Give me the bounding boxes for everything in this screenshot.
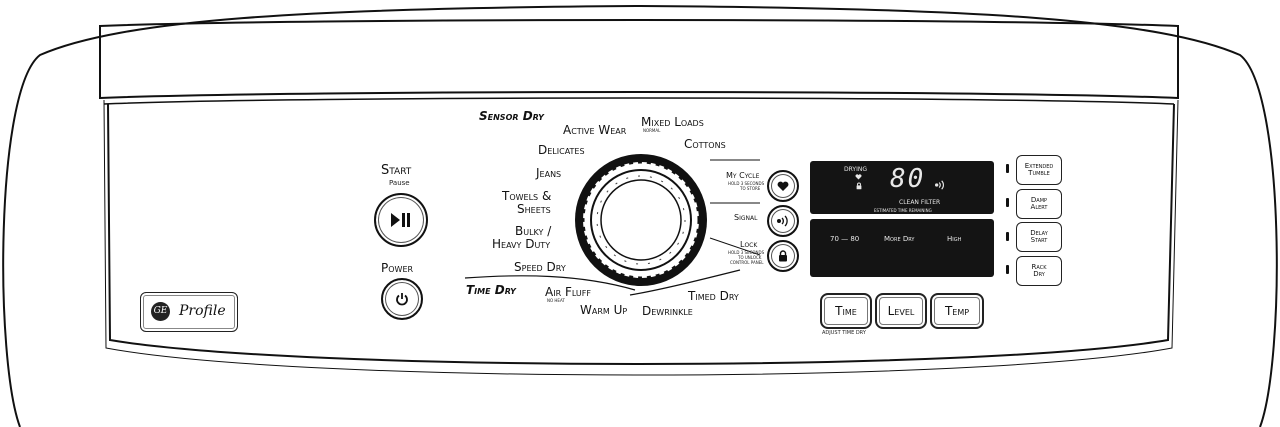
signal-indicator-icon <box>935 180 944 190</box>
cycle-speed-dry[interactable]: Speed Dry <box>514 260 566 274</box>
start-label: Start <box>381 163 412 178</box>
damp-alert-led <box>1006 198 1009 207</box>
power-button[interactable] <box>381 278 423 320</box>
cycle-jeans[interactable]: Jeans <box>536 166 562 180</box>
cycle-timed-dry[interactable]: Timed Dry <box>688 289 739 303</box>
my-cycle-sub2: TO STORE <box>740 186 761 191</box>
time-dry-label: Time Dry <box>466 283 516 297</box>
heart-icon <box>777 181 789 191</box>
clean-filter-indicator: CLEAN FILTER <box>899 199 941 206</box>
sound-signal-icon <box>777 215 788 227</box>
heart-indicator-icon <box>855 174 862 180</box>
ge-monogram: GE <box>151 302 170 321</box>
lock-sub2: TO UNLOCK <box>738 255 762 260</box>
extended-tumble-led <box>1006 164 1009 173</box>
cycle-air-fluff-sub: NO HEAT <box>547 298 565 303</box>
cycle-active-wear[interactable]: Active Wear <box>563 123 627 137</box>
lock-indicator-icon <box>856 182 862 190</box>
cycle-mixed-loads[interactable]: Mixed Loads <box>641 115 704 129</box>
lock-icon <box>779 250 787 262</box>
cycle-towels-sheets-line1[interactable]: Towels & <box>502 189 552 203</box>
cycle-warm-up[interactable]: Warm Up <box>580 303 628 317</box>
my-cycle-button[interactable] <box>767 170 799 202</box>
my-cycle-label: My Cycle <box>726 171 760 180</box>
signal-label: Signal <box>734 213 758 222</box>
cycle-bulky-line1[interactable]: Bulky / <box>515 224 552 238</box>
cycle-towels-sheets-line2[interactable]: Sheets <box>517 202 551 216</box>
signal-button[interactable] <box>767 205 799 237</box>
time-digits: 80 <box>890 164 926 194</box>
cycle-mixed-loads-sub: NORMAL <box>643 128 661 133</box>
play-pause-icon <box>391 213 410 227</box>
cycle-delicates[interactable]: Delicates <box>538 143 585 157</box>
estimated-time-label: ESTIMATED TIME REMAINING <box>874 208 932 213</box>
rack-dry-led <box>1006 265 1009 274</box>
power-icon <box>396 293 408 306</box>
temp-value: High <box>947 235 962 243</box>
time-range-value: 70 — 80 <box>830 235 860 243</box>
lock-label: Lock <box>740 240 758 249</box>
dial-scale-lines <box>464 159 760 296</box>
level-button[interactable]: Level <box>875 293 927 329</box>
dry-level-value: More Dry <box>884 235 915 243</box>
display-bottom: 70 — 80 More Dry High <box>810 219 994 277</box>
lock-button[interactable] <box>767 240 799 272</box>
start-pause-button[interactable] <box>374 193 428 247</box>
cycle-dial[interactable] <box>571 150 711 290</box>
display-top: DRYING 80 CLEAN FILTER ESTIMATED TIME RE… <box>810 161 994 214</box>
adjust-time-dry-label: ADJUST TIME DRY <box>822 330 866 336</box>
lock-sub1: HOLD 3 SECONDS <box>728 250 765 255</box>
cycle-bulky-line2[interactable]: Heavy Duty <box>492 237 551 251</box>
delay-start-led <box>1006 232 1009 241</box>
my-cycle-sub1: HOLD 3 SECONDS <box>728 181 765 186</box>
temp-button[interactable]: Temp <box>930 293 984 329</box>
profile-wordmark: Profile <box>179 303 226 319</box>
ge-profile-logo: GE Profile <box>140 292 238 332</box>
pause-label: Pause <box>389 179 410 187</box>
cycle-air-fluff[interactable]: Air Fluff <box>545 285 591 299</box>
drying-indicator: DRYING <box>844 166 867 173</box>
cycle-cottons[interactable]: Cottons <box>684 137 726 151</box>
power-label: Power <box>381 261 414 275</box>
sensor-dry-label: Sensor Dry <box>479 109 544 123</box>
cycle-dewrinkle[interactable]: Dewrinkle <box>642 304 693 318</box>
lock-sub3: CONTROL PANEL <box>730 260 764 265</box>
time-button[interactable]: Time <box>820 293 872 329</box>
